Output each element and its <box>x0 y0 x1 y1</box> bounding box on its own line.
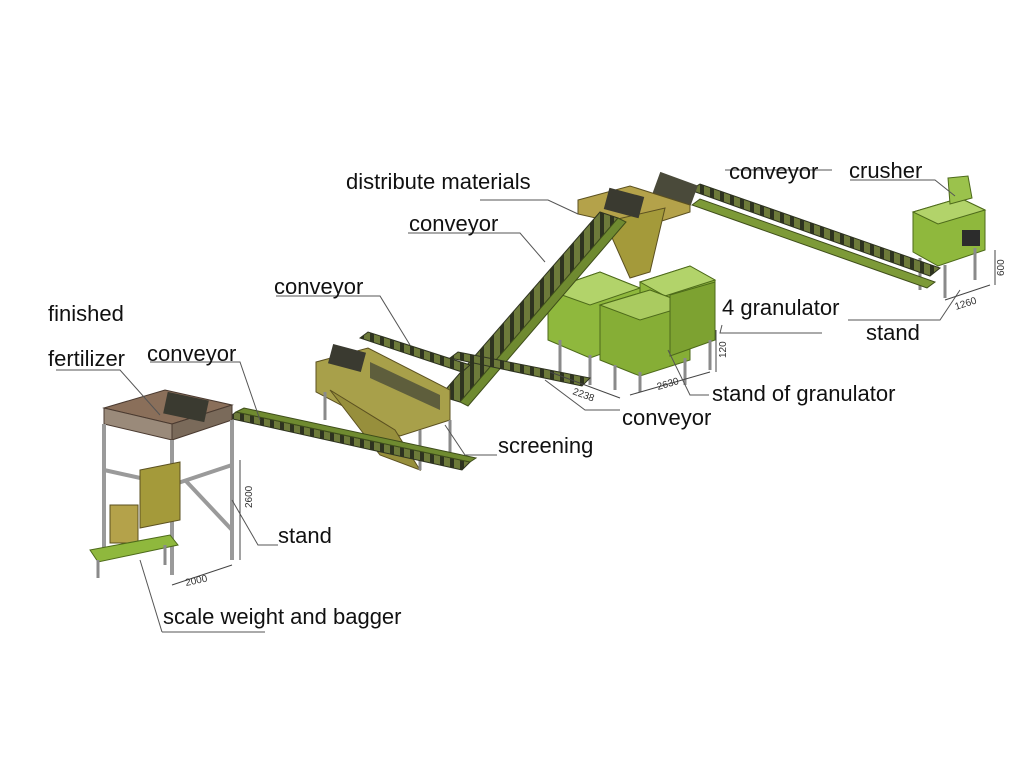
label-fertilizer: fertilizer <box>48 348 125 370</box>
dim-bagger-width: 2000 <box>184 573 208 588</box>
label-screening: screening <box>498 435 593 457</box>
label-stand-right: stand <box>866 322 920 344</box>
label-finished: finished <box>48 303 124 325</box>
label-scale-weight-bagger: scale weight and bagger <box>163 606 402 628</box>
label-crusher: crusher <box>849 160 922 182</box>
dim-crusher-height: 600 <box>996 259 1007 276</box>
label-conveyor-incline: conveyor <box>409 213 498 235</box>
dim-granulator-height: 120 <box>718 341 729 358</box>
dim-granulator-width: 2630 <box>656 376 681 393</box>
label-conveyor-mid-left: conveyor <box>274 276 363 298</box>
label-conveyor-bottom-mid: conveyor <box>622 407 711 429</box>
label-stand-left: stand <box>278 525 332 547</box>
label-stand-of-granulator: stand of granulator <box>712 383 895 405</box>
finished-product-station <box>90 390 232 578</box>
label-conveyor-left: conveyor <box>147 343 236 365</box>
dim-crusher-width: 1260 <box>954 295 979 312</box>
label-distribute-materials: distribute materials <box>346 171 531 193</box>
label-4-granulator: 4 granulator <box>722 297 839 319</box>
label-conveyor-top-right: conveyor <box>729 161 818 183</box>
dim-bagger-height: 2600 <box>244 485 255 508</box>
granulator-group <box>548 266 715 392</box>
